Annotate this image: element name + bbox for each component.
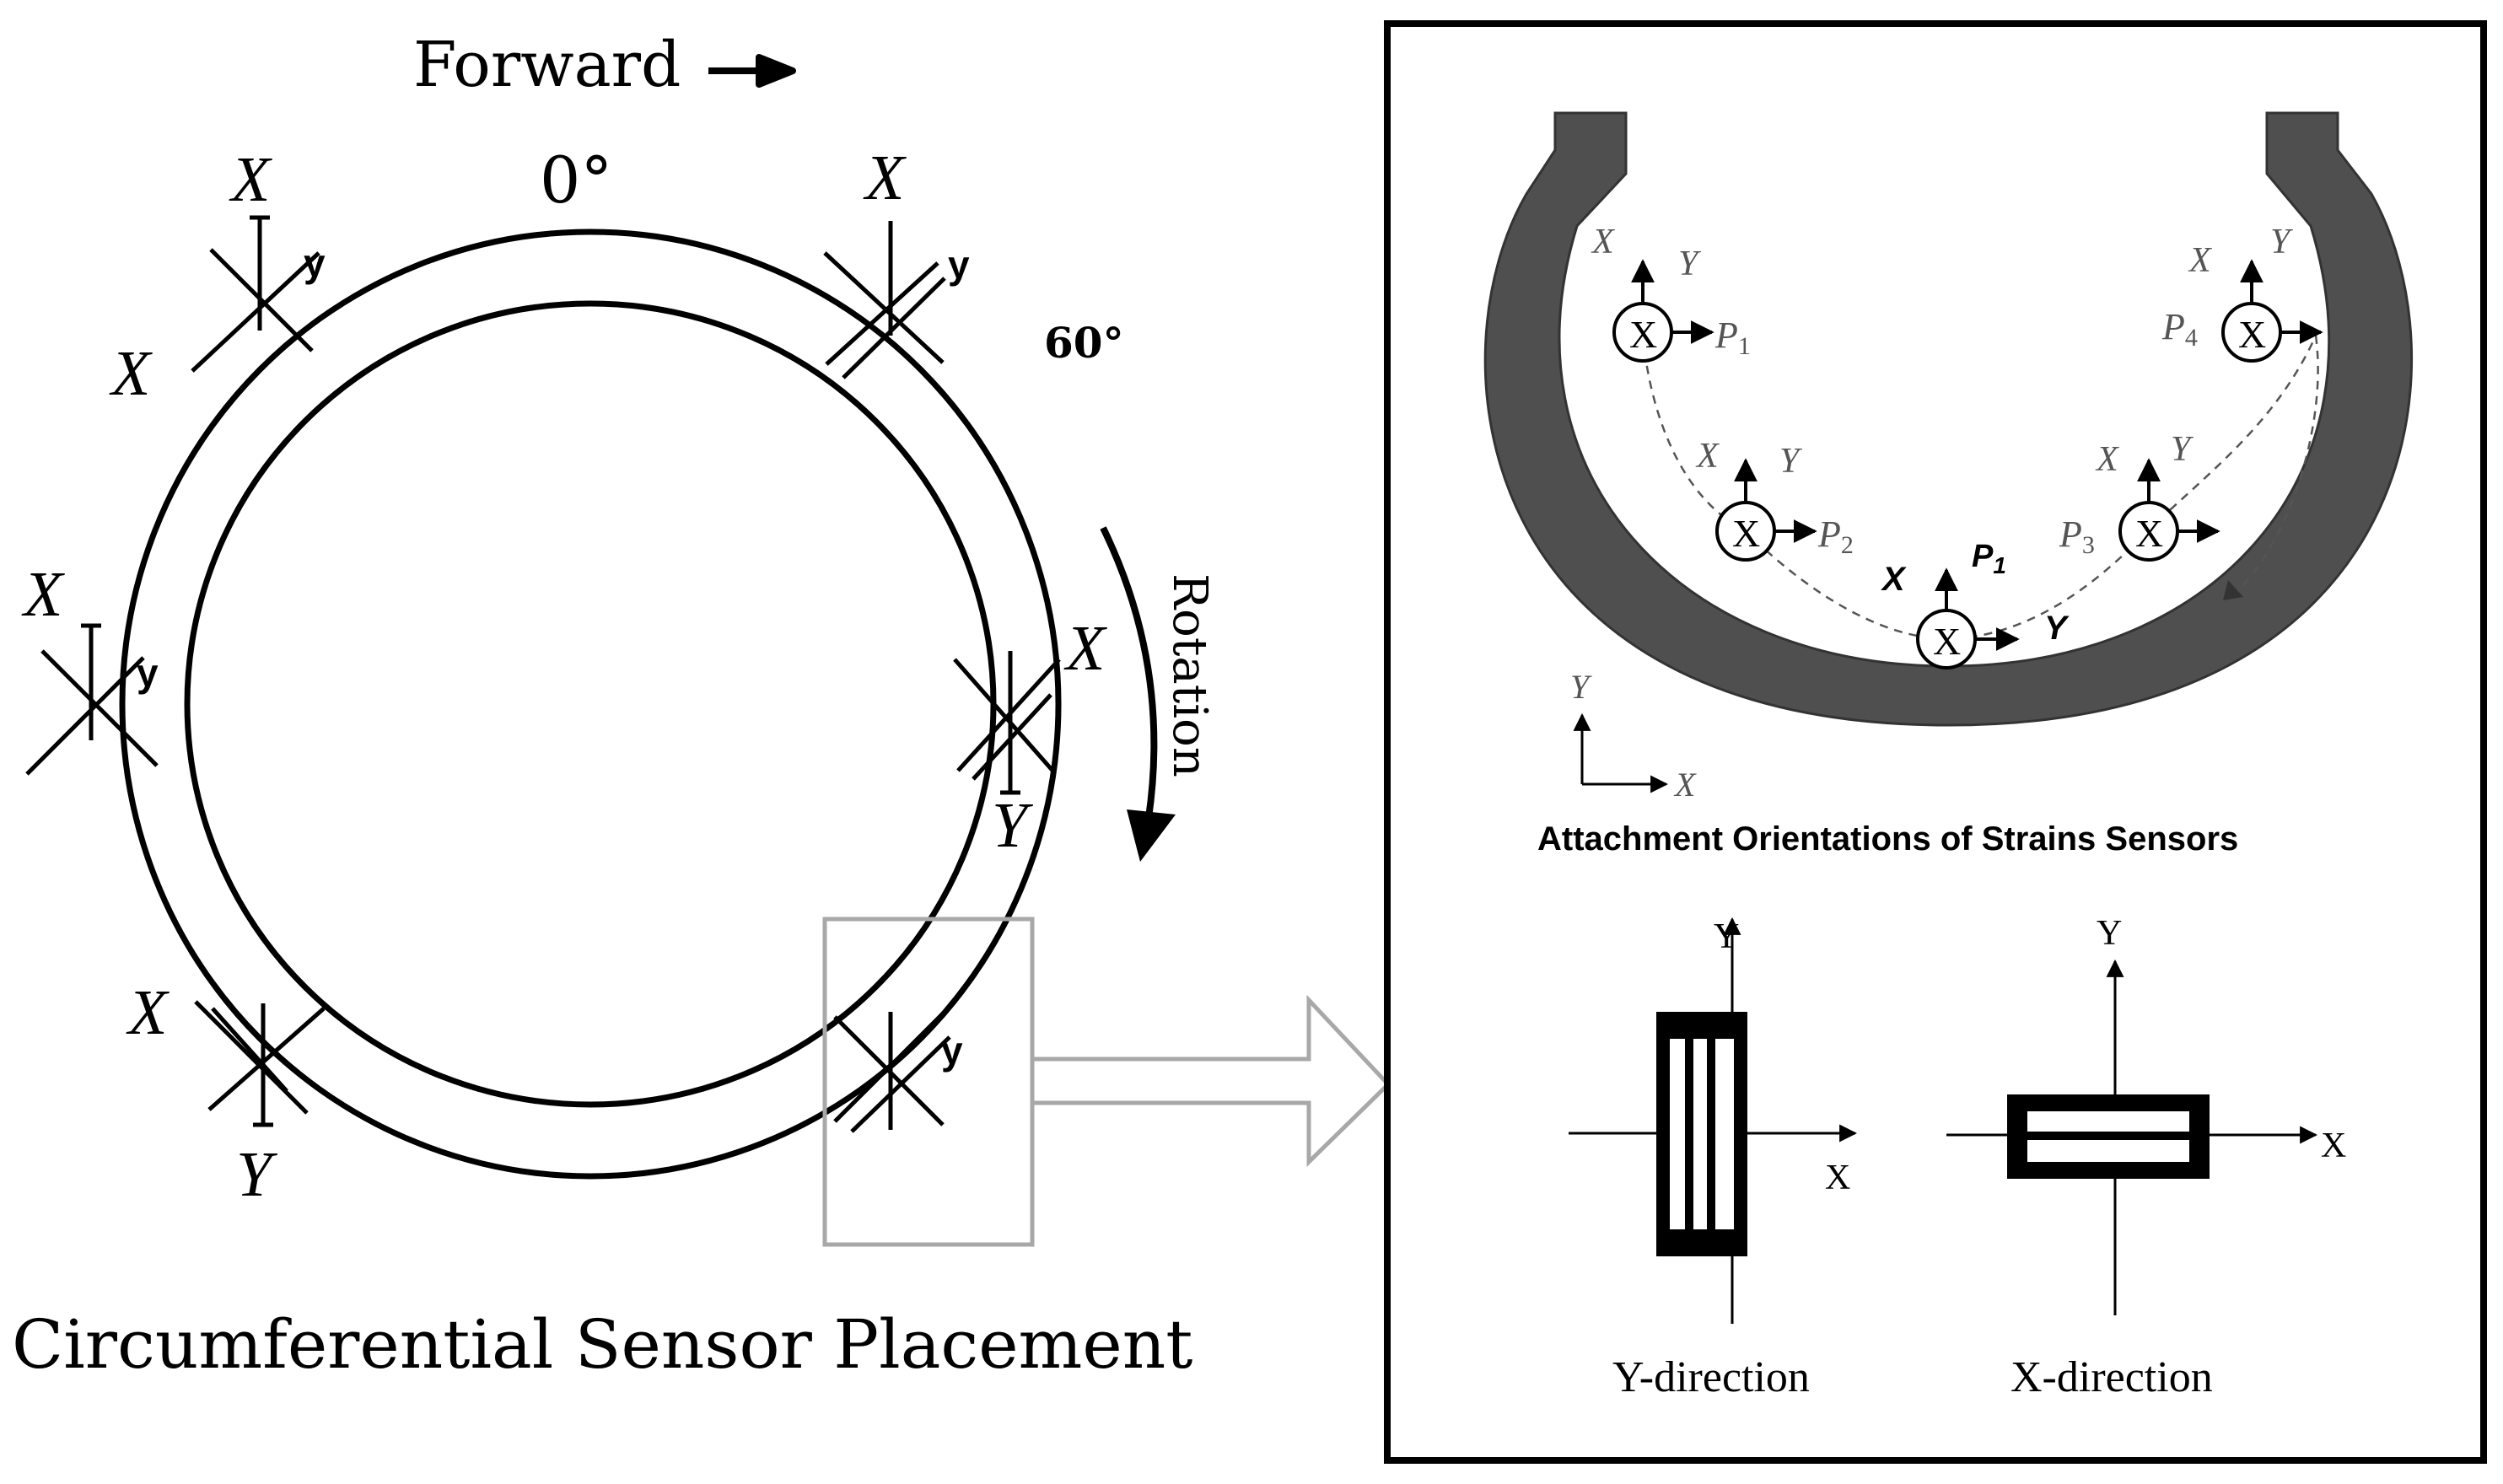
axis-y-label: Y	[2270, 223, 2294, 261]
rotation-arrowhead-icon	[1127, 809, 1176, 862]
ref-axis-x-label: X	[1673, 766, 1697, 804]
sensor-x-label: X	[126, 977, 170, 1048]
gauge-caption: Y-direction	[1612, 1353, 1810, 1401]
point-label: P3	[2059, 513, 2095, 559]
angle-sixty-label: 60°	[1044, 318, 1124, 368]
sensor-x-label: X	[21, 559, 65, 630]
gauge-caption: X-direction	[2010, 1353, 2213, 1401]
sensor-x-label: X	[1063, 613, 1107, 684]
gauge-axis-y-label: Y	[2097, 914, 2122, 953]
sensor-bottom-left: X Y	[126, 977, 326, 1210]
gauge-axis-y-label: Y	[1714, 917, 1739, 956]
axis-x-label: X	[2095, 440, 2120, 479]
point-symbol: X	[1629, 313, 1657, 356]
gauge-axis-x-label: X	[2321, 1126, 2346, 1165]
point-p1-center: X X Y P1	[1881, 539, 2070, 669]
gauge-x-direction: Y X X-direction	[1946, 914, 2346, 1401]
point-symbol: X	[2238, 313, 2266, 356]
right-panel: X X Y P1 X X Y P2 X X Y P1	[1384, 20, 2487, 1464]
axis-y-label: Y	[1779, 442, 1803, 481]
outer-ring	[119, 229, 1062, 1180]
sensor-x-label: X	[229, 144, 272, 215]
sensor-y-label: Y	[992, 790, 1034, 861]
axis-x-label: X	[1881, 561, 1907, 598]
sensor-y-label: Y	[236, 1139, 278, 1210]
orientation-caption: Attachment Orientations of Strains Senso…	[1537, 820, 2238, 858]
sensor-y-label: y	[941, 1029, 963, 1073]
point-label: P2	[1817, 513, 1854, 559]
sensor-bottom-right: y	[833, 1012, 963, 1133]
axis-y-label: Y	[1678, 245, 1702, 283]
rim-cross-section	[1483, 111, 2414, 727]
sensor-path-arrowhead	[2223, 580, 2243, 600]
reference-axes: Y X	[1570, 668, 1697, 804]
sensor-top-left: X y X	[109, 144, 326, 409]
zoom-arrow-icon	[1032, 994, 1391, 1167]
point-symbol: X	[1732, 512, 1760, 555]
sensor-side-x-label: X	[109, 338, 153, 409]
left-panel: Forward 0° 60° Rotation X y X X	[12, 29, 1391, 1384]
point-p3: X X Y P3	[2059, 430, 2220, 562]
axis-y-label: Y	[2044, 610, 2070, 647]
gauge-axis-x-label: X	[1825, 1159, 1850, 1197]
forward-label: Forward	[413, 29, 681, 101]
point-p4: X X Y P4	[2161, 223, 2323, 363]
axis-x-label: X	[2188, 241, 2213, 280]
sensor-path-tail	[2236, 335, 2319, 593]
sensor-x-label: X	[863, 142, 907, 213]
axis-y-label: Y	[2171, 430, 2194, 469]
sensor-y-label: y	[137, 651, 159, 695]
point-label: P1	[1714, 315, 1751, 360]
angle-zero-label: 0°	[540, 142, 612, 218]
sensor-left: X y	[21, 559, 159, 776]
zoom-box	[822, 917, 1035, 1247]
sensor-right: X Y	[953, 613, 1107, 861]
point-p1-left: X X Y P1	[1591, 223, 1751, 363]
forward-arrow-icon	[708, 54, 796, 88]
gauge-y-direction: Y X Y-direction	[1569, 917, 1858, 1401]
point-label: P4	[2161, 306, 2198, 352]
point-label: P1	[1972, 539, 2006, 578]
sensor-y-label: y	[304, 241, 326, 285]
point-symbol: X	[2135, 512, 2163, 555]
rotation-arrow-icon	[1100, 526, 1158, 819]
axis-x-label: X	[1695, 437, 1720, 476]
ref-axis-y-label: Y	[1570, 668, 1592, 706]
inner-ring	[184, 300, 997, 1108]
axis-x-label: X	[1591, 223, 1616, 261]
point-p2: X X Y P2	[1695, 437, 1854, 562]
point-symbol: X	[1933, 620, 1961, 663]
sensor-top-right: X y	[823, 142, 970, 379]
sensor-y-label: y	[948, 243, 970, 287]
right-panel-border	[1384, 20, 2487, 1464]
rotation-label: Rotation	[1162, 573, 1217, 777]
left-caption: Circumferential Sensor Placement	[12, 1305, 1192, 1384]
